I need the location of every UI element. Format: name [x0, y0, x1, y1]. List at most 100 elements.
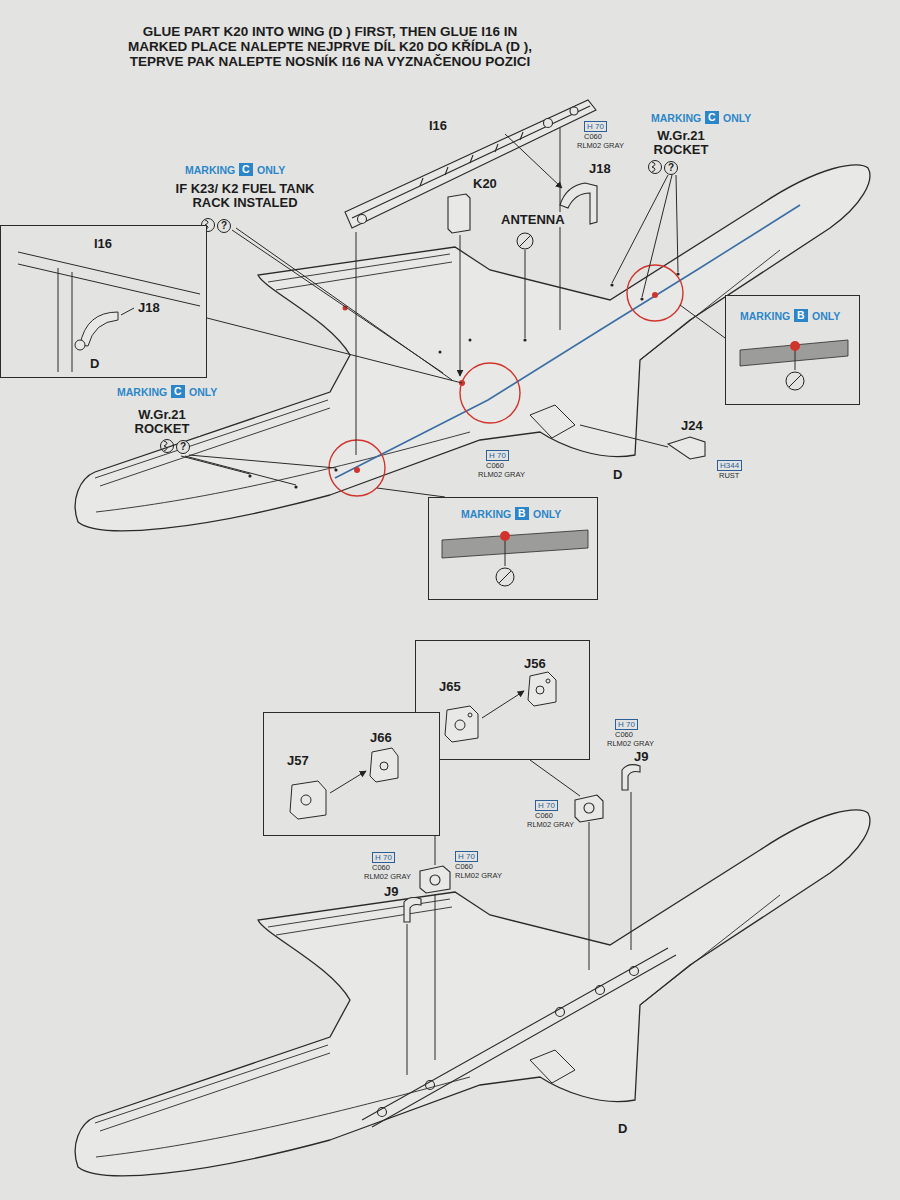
upper-wing — [652, 292, 658, 298]
detail-drawing — [482, 691, 524, 718]
marking-label: MARKING — [185, 164, 235, 176]
marking-badge: B — [794, 309, 808, 322]
symbol-icon — [517, 233, 533, 249]
assembly-note: W.Gr.21 ROCKET — [124, 408, 200, 436]
small-part — [584, 803, 594, 813]
upper-wing — [439, 351, 442, 354]
detail-drawing — [80, 312, 118, 346]
marking-detail — [786, 372, 804, 390]
spar-part — [570, 107, 578, 115]
paint-code: C060 — [372, 863, 390, 872]
detail-box: J66J57 — [263, 712, 440, 836]
lower-wing — [596, 986, 605, 995]
part-number: J18 — [588, 161, 612, 176]
marking-detail — [505, 541, 506, 566]
assembly-line — [181, 455, 336, 485]
marking-label: MARKING — [461, 508, 511, 520]
small-part — [622, 765, 640, 790]
marking-label: MARKING — [740, 310, 790, 322]
paint-code-box: H 70 — [486, 450, 509, 461]
part-number: I16 — [428, 118, 448, 133]
paint-code-box: H 70 — [584, 121, 607, 132]
marking-label: ONLY — [189, 386, 217, 398]
upper-wing — [640, 297, 643, 300]
assembly-line — [377, 488, 445, 497]
detail-drawing — [75, 340, 85, 350]
small-part — [404, 898, 421, 922]
symbol-icon — [164, 441, 167, 451]
detail-drawing — [445, 706, 478, 742]
paint-code: RLM02 GRAY — [364, 872, 411, 881]
paint-code-box: H 70 — [615, 719, 638, 730]
assembly-line — [680, 305, 725, 338]
detail-drawing — [290, 672, 556, 819]
part-number: D — [617, 1121, 628, 1136]
paint-code-box: H 70 — [372, 852, 395, 863]
detail-drawing — [18, 252, 200, 372]
marking-label: MARKING — [651, 112, 701, 124]
question-mark: ? — [176, 440, 190, 454]
paint-code: C060 — [455, 862, 473, 871]
upper-wing — [523, 338, 526, 341]
detail-drawing — [18, 252, 200, 372]
paint-code: C060 — [584, 132, 602, 141]
marking-detail — [740, 340, 848, 366]
upper-wing — [248, 272, 679, 488]
symbol-icon — [519, 235, 531, 247]
marking-detail — [442, 530, 588, 558]
marking-badge: C — [239, 163, 253, 176]
marking-label: ONLY — [812, 310, 840, 322]
small-part — [448, 183, 705, 459]
detail-box: J56J65 — [415, 640, 590, 760]
assembly-line — [356, 232, 357, 455]
detail-drawing — [536, 686, 544, 694]
marking-label: ONLY — [533, 508, 561, 520]
paint-code-box: H 70 — [535, 800, 558, 811]
part-number: J56 — [523, 656, 547, 671]
detail-drawing — [546, 679, 550, 683]
marking-label: ONLY — [257, 164, 285, 176]
upper-wing — [294, 485, 297, 488]
upper-wing — [354, 467, 360, 473]
instruction-title: GLUE PART K20 INTO WING (D ) FIRST, THEN… — [120, 24, 540, 69]
upper-wing — [469, 339, 472, 342]
marking-label: ONLY — [723, 112, 751, 124]
marking-detail — [496, 568, 514, 586]
part-number: D — [89, 356, 100, 371]
assembly-line — [232, 228, 452, 380]
paint-code: RLM02 GRAY — [478, 470, 525, 479]
small-part — [575, 795, 603, 822]
part-number: J66 — [369, 730, 393, 745]
symbol-icon — [649, 161, 662, 174]
lower-wing — [362, 948, 676, 1127]
paint-code: RLM02 GRAY — [455, 871, 502, 880]
part-number: K20 — [472, 176, 498, 191]
marking-label: MARKING — [117, 386, 167, 398]
detail-box: I16J18D — [0, 225, 207, 378]
part-number: I16 — [93, 236, 113, 251]
assembly-line — [407, 760, 631, 1075]
detail-drawing — [370, 748, 398, 782]
part-number: J65 — [438, 679, 462, 694]
question-mark: ? — [217, 219, 231, 233]
detail-drawing — [528, 672, 556, 706]
small-part — [448, 194, 470, 233]
lower-wing — [75, 810, 870, 1176]
assembly-note: W.Gr.21 ROCKET — [643, 129, 719, 157]
small-part — [430, 875, 440, 885]
marking-detail — [499, 571, 511, 583]
detail-drawing — [380, 762, 388, 770]
lower-wing — [426, 1081, 435, 1090]
question-mark: ? — [664, 161, 678, 175]
detail-drawing — [290, 781, 326, 819]
upper-wing — [248, 474, 251, 477]
small-part — [668, 437, 705, 459]
assembly-line — [580, 425, 668, 447]
assembly-line — [207, 318, 462, 383]
assembly-line — [407, 792, 631, 1075]
assembly-note: IF K23/ K2 FUEL TANK RACK INSTALED — [160, 182, 330, 210]
assembly-line — [530, 760, 580, 796]
upper-wing — [610, 283, 613, 286]
